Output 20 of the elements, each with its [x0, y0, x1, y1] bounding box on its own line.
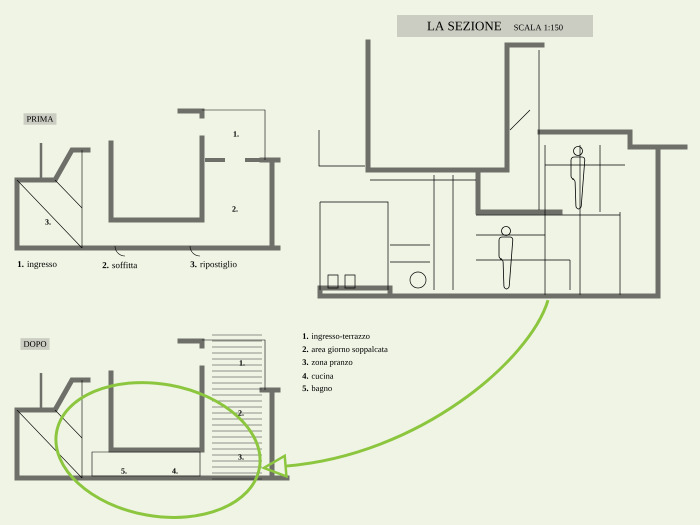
plan-title: PRIMA — [24, 113, 56, 125]
room-number: 1. — [240, 360, 245, 366]
room-number: 3. — [45, 219, 51, 225]
title-band: LA SEZIONE SCALA 1:150 — [397, 15, 593, 37]
legend-item: 1. ingresso — [18, 261, 57, 269]
legend-item: 5. bagno — [302, 385, 332, 393]
room-number: 4. — [172, 468, 178, 474]
legend-item: 2. soffitta — [102, 262, 138, 268]
room-number: 5. — [121, 468, 127, 474]
legend-item: 2. area giorno soppalcata — [302, 346, 388, 354]
legend-item: 4. cucina — [302, 373, 334, 379]
section-drawing — [318, 40, 688, 298]
room-number: 1. — [234, 131, 239, 137]
room-number: 3. — [238, 454, 244, 460]
legend-item: 3. ripostiglio — [190, 260, 237, 270]
room-number: 2. — [238, 410, 244, 416]
legend-item: 1. ingresso-terrazzo — [302, 333, 370, 341]
room-number: 2. — [232, 206, 238, 212]
legend-item: 3. zona pranzo — [302, 359, 352, 367]
plan-title: DOPO — [20, 338, 50, 350]
